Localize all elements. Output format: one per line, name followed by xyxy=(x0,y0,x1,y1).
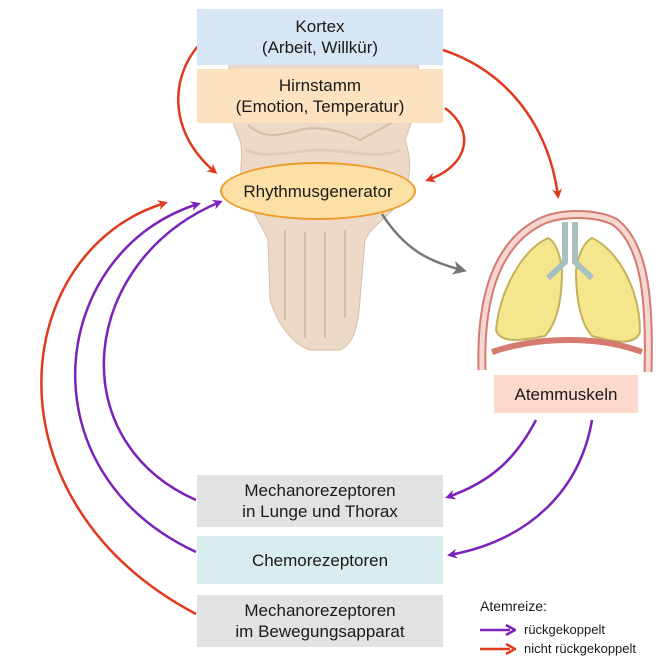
atemmuskeln-box: Atemmuskeln xyxy=(494,375,638,413)
arrow-kortex-to-rhythmusgenerator xyxy=(177,37,218,174)
legend-label-nicht-rueckgekoppelt: nicht rückgekoppelt xyxy=(524,641,637,656)
arrow-mechanorezeptoren-lunge-to-rhythmusgenerator xyxy=(102,200,223,502)
arrow-chemorezeptoren-to-rhythmusgenerator xyxy=(74,201,201,554)
arrow-atemmuskeln-to-mechanorezeptoren-lunge xyxy=(445,419,538,500)
mechanorezeptoren-bewegung-box: Mechanorezeptoren im Bewegungsapparat xyxy=(197,595,443,647)
legend-title: Atemreize: xyxy=(480,598,547,614)
arrow-hirnstamm-to-rhythmusgenerator xyxy=(425,106,466,183)
rhythmusgenerator-node: Rhythmusgenerator xyxy=(220,162,416,220)
legend-red-arrow-icon xyxy=(480,642,516,655)
hirnstamm-box: Hirnstamm (Emotion, Temperatur) xyxy=(197,69,443,123)
legend-purple-arrow-icon xyxy=(480,623,516,636)
kortex-title: Kortex xyxy=(295,17,345,36)
chemorezeptoren-label: Chemorezeptoren xyxy=(251,550,389,570)
legend-item-nicht-rueckgekoppelt: nicht rückgekoppelt xyxy=(480,641,636,656)
kortex-subtitle: (Arbeit, Willkür) xyxy=(261,38,379,57)
mechanorezeptoren-bewegung-line1: Mechanorezeptoren xyxy=(244,601,396,620)
chemorezeptoren-box: Chemorezeptoren xyxy=(197,536,443,584)
arrow-atemmuskeln-to-chemorezeptoren xyxy=(447,419,594,559)
rhythmusgenerator-label: Rhythmusgenerator xyxy=(243,181,393,201)
mechanorezeptoren-lunge-line2: in Lunge und Thorax xyxy=(242,502,398,521)
arrow-kortex-to-atemmuskulatur xyxy=(419,42,563,199)
arrow-mechanorezeptoren-bewegung-to-rhythmusgenerator xyxy=(40,200,197,616)
legend-label-rueckgekoppelt: rückgekoppelt xyxy=(524,622,605,637)
legend-item-rueckgekoppelt: rückgekoppelt xyxy=(480,622,605,637)
kortex-box: Kortex (Arbeit, Willkür) xyxy=(197,9,443,65)
mechanorezeptoren-bewegung-line2: im Bewegungsapparat xyxy=(235,622,405,641)
atemmuskeln-label: Atemmuskeln xyxy=(514,384,618,404)
mechanorezeptoren-lunge-line1: Mechanorezeptoren xyxy=(244,481,396,500)
lungs-illustration xyxy=(477,210,653,373)
arrow-rhythmusgenerator-to-atemmuskulatur xyxy=(380,213,467,275)
hirnstamm-subtitle: (Emotion, Temperatur) xyxy=(235,97,405,116)
mechanorezeptoren-lunge-box: Mechanorezeptoren in Lunge und Thorax xyxy=(197,475,443,527)
hirnstamm-title: Hirnstamm xyxy=(278,76,362,95)
